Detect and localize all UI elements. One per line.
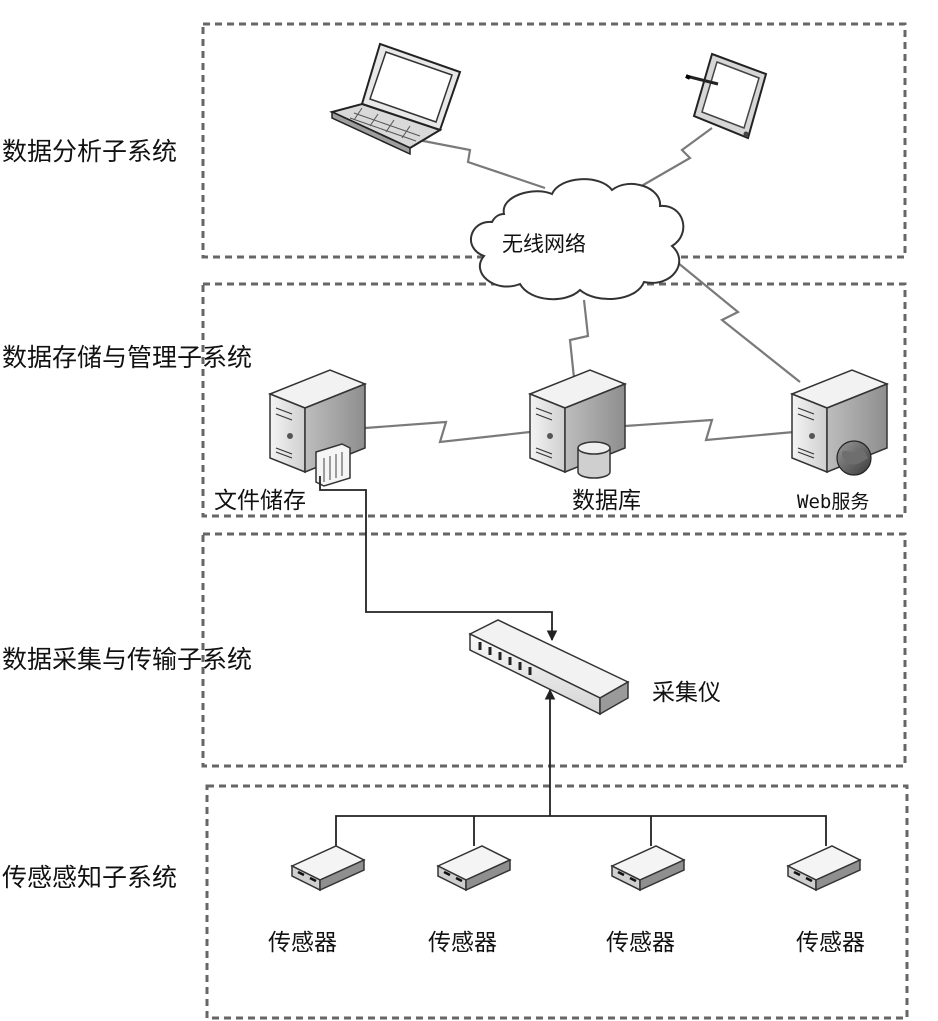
sensor-label: 传感器 [796,930,865,956]
collection-subsystem-box [201,532,907,768]
tablet-wireless-link [637,127,713,189]
sensor-label: 传感器 [268,930,337,956]
sensing-subsystem-box [205,784,909,1020]
web-service-label: Web服务 [797,491,869,513]
cloud-database-link [568,299,590,379]
sensor-label: 传感器 [606,930,675,956]
laptop-icon [329,42,462,156]
file-storage-label: 文件储存 [214,488,306,514]
file-icon [315,443,351,487]
cloud-label: 无线网络 [502,232,586,256]
sensor-icon [786,845,862,892]
tablet-icon [685,52,768,140]
database-web-link [624,418,795,442]
cloud-web-link [671,257,801,383]
analysis-subsystem-label: 数据分析子系统 [2,137,177,166]
storage-subsystem-label: 数据存储与管理子系统 [2,343,252,372]
sensing-subsystem-label: 传感感知子系统 [2,863,177,892]
wireless-links [364,127,801,444]
data-logger-icon [468,619,630,716]
sensor-icon [436,845,512,892]
laptop-wireless-link [407,136,546,190]
sensor-icon [610,845,686,892]
sensor-label: 传感器 [428,930,497,956]
database-icon [577,441,611,479]
collector-label: 采集仪 [652,680,721,706]
storage-collector-wire [319,476,558,642]
sensor-bus [335,815,827,846]
file-storage-server [267,369,368,487]
web-server [789,369,890,476]
sensor-icon [290,845,366,892]
globe-icon [836,440,872,476]
database-server [527,369,628,479]
file-database-link [364,420,531,444]
collection-subsystem-label: 数据采集与传输子系统 [2,645,252,674]
cloud-icon: 无线网络 [470,178,685,301]
database-label: 数据库 [572,488,641,514]
